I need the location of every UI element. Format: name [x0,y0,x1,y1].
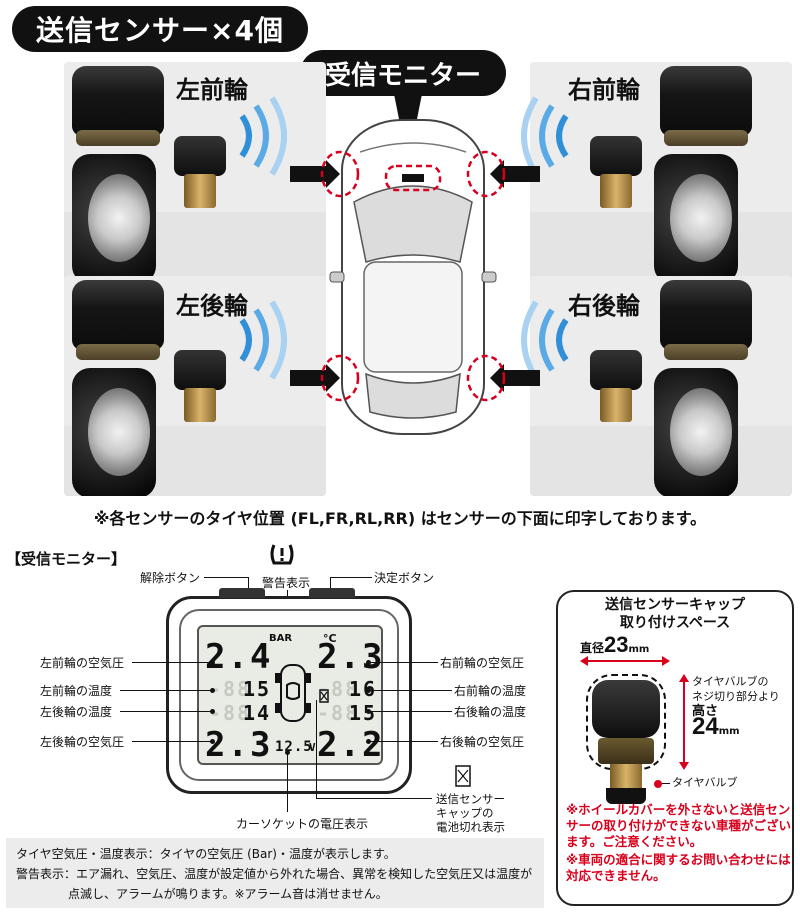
rr-pressure-value: 2.2 [317,725,385,765]
install-space-title: 送信センサーキャップ 取り付けスペース [605,597,745,631]
diameter-arrow-icon [580,656,670,666]
sensor-cap-image [660,280,752,360]
battery-label: 送信センサー キャップの 電池切れ表示 [436,792,505,834]
wheel-label-rl: 左後輪 [176,292,248,320]
valve-label: タイヤバルブ [672,776,738,789]
receiver-monitor-device: BAR °C 2.4 2.3 -88 15 -88 16 -88 14 -88 … [166,588,412,794]
pressure-unit: BAR [269,633,293,644]
rl-temp-value: 14 [243,701,272,725]
battery-empty-icon [455,765,471,787]
voltage-label: カーソケットの電圧表示 [236,817,369,831]
sensor-on-valve-image [590,136,642,208]
release-button[interactable] [219,588,265,598]
wheel-panel-rl: 左後輪 [64,276,326,496]
compatibility-note: ※車両の適合に関するお問い合わせには対応できません。 [566,852,791,883]
sensor-on-valve-image [590,350,642,422]
sensor-cap-image [72,66,164,146]
info-line-3: 点滅し、アラームが鳴ります。※アラーム音は消せません。 [68,887,388,901]
receiver-monitor-tag: 受信モニター [300,50,506,96]
fr-temp-label: 右前輪の温度 [454,684,527,698]
info-line-1: タイヤ空気圧・温度表示：タイヤの空気圧 (Bar)・温度が表示します。 [16,847,396,861]
fl-temp-label: 左前輪の温度 [40,684,113,698]
rl-temp-label: 左後輪の温度 [40,705,113,719]
signal-waves-icon [239,300,287,380]
rl-pressure-label: 左後輪の空気圧 [40,735,125,749]
voltage-value: 12.5 [275,739,313,755]
lcd-car-icon [275,664,311,722]
sensor-on-valve-image [174,350,226,422]
monitor-section-title: 【受信モニター】 [6,550,127,568]
info-line-2: 警告表示：エア漏れ、空気圧、温度が設定値から外れた場合、異常を検知した空気圧又は… [16,867,533,881]
release-button-label: 解除ボタン [140,571,201,585]
sensor-count-banner: 送信センサー×4個 [12,6,308,52]
rr-temp-label: 右後輪の温度 [454,705,527,719]
car-top-view-image [320,119,506,435]
fr-pressure-value: 2.3 [317,637,385,677]
fl-pressure-label: 左前輪の空気圧 [40,656,125,670]
rr-pressure-label: 右後輪の空気圧 [440,735,525,749]
wheel-cover-note: ※ホイールカバーを外さないと送信センサーの取り付けができない車種がございます。ご… [566,802,792,849]
install-space-box: 送信センサーキャップ 取り付けスペース 直径23mm タイヤバルブの ネジ切り部… [556,590,794,906]
wheel-panel-fr: 右前輪 [530,62,792,282]
temp-unit: °C [323,632,337,645]
confirm-button-label: 決定ボタン [374,571,435,585]
info-box: タイヤ空気圧・温度表示：タイヤの空気圧 (Bar)・温度が表示します。 警告表示… [6,838,544,908]
voltage-unit: V [309,741,318,754]
wheel-panel-rr: 右後輪 [530,276,792,496]
connector-arrow-icon [490,364,540,392]
height-label: タイヤバルブの ネジ切り部分より 高さ 24mm [692,675,780,740]
height-arrow-icon [679,674,689,770]
sensor-cap-image [660,66,752,146]
wheel-label-fr: 右前輪 [568,76,640,104]
fl-pressure-value: 2.4 [205,637,273,677]
rr-temp-value: 15 [349,701,378,725]
rl-pressure-value: 2.3 [205,725,273,765]
diameter-label: 直径23mm [580,632,650,657]
signal-waves-icon [239,96,287,176]
connector-arrow-icon [490,160,540,188]
wheel-panel-fl: 左前輪 [64,62,326,282]
sensor-on-valve-image [174,136,226,208]
warning-display-label: 警告表示 [262,576,311,590]
lcd-screen: BAR °C 2.4 2.3 -88 15 -88 16 -88 14 -88 … [197,625,383,765]
connector-arrow-icon [290,364,340,392]
fl-temp-value: 15 [243,677,272,701]
wheel-label-rr: 右後輪 [568,292,640,320]
confirm-button[interactable] [309,588,355,598]
connector-arrow-icon [290,160,340,188]
sensor-cap-image [592,680,660,738]
fr-temp-value: 16 [349,677,378,701]
fr-pressure-label: 右前輪の空気圧 [440,656,525,670]
sensor-position-note: ※各センサーのタイヤ位置 (FL,FR,RL,RR) はセンサーの下面に印字して… [93,509,707,528]
sensor-cap-image [72,280,164,360]
tire-warning-icon [270,544,294,565]
lcd-battery-icon [319,689,329,703]
wheel-label-fl: 左前輪 [176,76,248,104]
